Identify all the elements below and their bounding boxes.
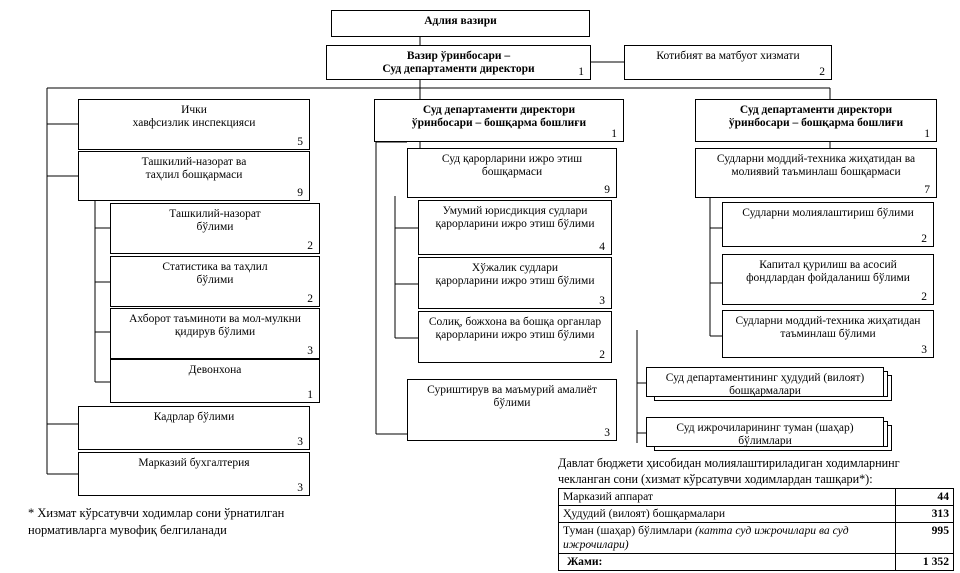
- node-col1-sub-0-count: 2: [307, 239, 313, 252]
- node-hr-department-label: Кадрлар бўлими: [153, 411, 235, 423]
- budget-row-3-label: Жами:: [558, 552, 896, 571]
- node-col3-sub-1-count: 2: [921, 290, 927, 303]
- budget-table: Марказий аппарат 44 Ҳудудий (вилоят) бош…: [558, 488, 954, 571]
- node-col2-sub-0-count: 4: [599, 240, 605, 253]
- node-minister[interactable]: Адлия вазири: [331, 10, 590, 37]
- budget-row-0-label: Марказий аппарат: [558, 488, 896, 506]
- budget-row-2-label: Туман (шаҳар) бўлимлари: [563, 523, 695, 537]
- node-district-departments[interactable]: Суд ижрочиларининг туман (шаҳар)бўлимлар…: [646, 417, 884, 447]
- node-secretariat-label: Котибият ва матбуот хизмати: [656, 50, 800, 62]
- node-col2-sub-2-count: 2: [599, 348, 605, 361]
- node-deputy-minister-label: Вазир ўринбосари –Суд департаменти дирек…: [382, 50, 535, 76]
- node-secretariat[interactable]: Котибият ва матбуот хизмати 2: [624, 45, 832, 80]
- node-hr-department[interactable]: Кадрлар бўлими 3: [78, 406, 310, 450]
- node-internal-security-inspection-count: 5: [297, 135, 303, 148]
- node-minister-label: Адлия вазири: [424, 15, 497, 27]
- node-regional-departments-stack[interactable]: Суд департаментининг ҳудудий (вилоят)бош…: [646, 367, 894, 403]
- node-hr-department-count: 3: [297, 435, 303, 448]
- table-row[interactable]: Марказий аппарат 44: [558, 488, 954, 506]
- node-col1-sub-3-label: Девонхона: [188, 364, 242, 376]
- node-central-accounting[interactable]: Марказий бухгалтерия 3: [78, 452, 310, 496]
- footnote: * Хизмат кўрсатувчи ходимлар сони ўрнати…: [28, 506, 285, 537]
- node-col3-sub-0-count: 2: [921, 232, 927, 245]
- node-district-departments-label: Суд ижрочиларининг туман (шаҳар)бўлимлар…: [676, 422, 854, 448]
- node-col1-sub-3[interactable]: Девонхона 1: [110, 359, 320, 403]
- node-central-accounting-count: 3: [297, 481, 303, 494]
- budget-row-0-value: 44: [895, 488, 954, 506]
- table-row[interactable]: Туман (шаҳар) бўлимлари (катта суд ижроч…: [558, 521, 954, 554]
- node-regional-departments-label: Суд департаментининг ҳудудий (вилоят)бош…: [665, 372, 865, 398]
- budget-row-3-value: 1 352: [895, 552, 954, 571]
- budget-row-2-note: (катта суд ижрочилари ва суд ижрочилари): [563, 523, 849, 551]
- node-deputy-minister-count: 1: [578, 65, 584, 78]
- node-inquiry-administrative-practice-count: 3: [604, 426, 610, 439]
- node-district-departments-stack[interactable]: Суд ижрочиларининг туман (шаҳар)бўлимлар…: [646, 417, 894, 453]
- node-col3-sub-0-label: Судларни молиялаштириш бўлими: [742, 207, 914, 219]
- node-col1-sub-1-count: 2: [307, 292, 313, 305]
- node-organizational-control-department-count: 9: [297, 186, 303, 199]
- node-col3-sub-0[interactable]: Судларни молиялаштириш бўлими 2: [722, 202, 934, 247]
- node-col2-sub-1-count: 3: [599, 294, 605, 307]
- node-regional-departments[interactable]: Суд департаментининг ҳудудий (вилоят)бош…: [646, 367, 884, 397]
- budget-row-1-label: Ҳудудий (вилоят) бошқармалари: [558, 504, 896, 523]
- node-col2-head-count: 1: [611, 127, 617, 140]
- budget-row-2-value: 995: [895, 521, 954, 554]
- node-central-accounting-label: Марказий бухгалтерия: [138, 457, 250, 469]
- table-row-total[interactable]: Жами: 1 352: [558, 552, 954, 571]
- budget-row-1-value: 313: [895, 504, 954, 523]
- budget-row-2-cell: Туман (шаҳар) бўлимлари (катта суд ижроч…: [558, 521, 896, 554]
- node-col3-head-count: 1: [924, 127, 930, 140]
- node-col1-sub-3-count: 1: [307, 388, 313, 401]
- node-material-financial-support-department-count: 7: [924, 183, 930, 196]
- table-row[interactable]: Ҳудудий (вилоят) бошқармалари 313: [558, 504, 954, 523]
- budget-table-caption: Давлат бюджети ҳисобидан молиялаштирилад…: [558, 456, 900, 486]
- node-col3-sub-2-count: 3: [921, 343, 927, 356]
- node-col1-sub-2-count: 3: [307, 344, 313, 357]
- node-deputy-minister[interactable]: Вазир ўринбосари –Суд департаменти дирек…: [326, 45, 591, 80]
- node-secretariat-count: 2: [819, 65, 825, 78]
- node-court-decisions-enforcement-department-count: 9: [604, 183, 610, 196]
